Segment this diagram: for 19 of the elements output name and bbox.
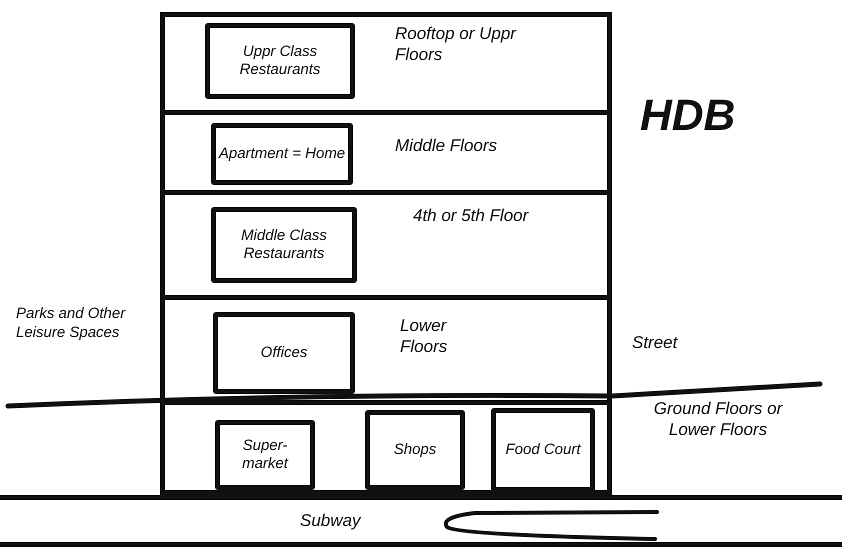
area-label: Parks and Other Leisure Spaces (16, 305, 126, 342)
floor-band (165, 400, 607, 490)
building-label: HDB (640, 90, 736, 142)
room-box: Apartment = Home (211, 123, 353, 185)
room-box: Super-market (215, 420, 315, 490)
subway-label: Subway (300, 510, 362, 532)
floor-label: Rooftop or Uppr Floors (395, 23, 518, 66)
room-box: Middle Class Restaurants (211, 207, 357, 283)
floor-label: Lower Floors (400, 315, 448, 358)
subway-tunnel (0, 495, 842, 547)
floor-label: Middle Floors (395, 135, 498, 156)
room-box: Shops (365, 410, 465, 490)
floor-label: 4th or 5th Floor (413, 205, 530, 226)
building-outline (160, 12, 612, 495)
room-box: Offices (213, 312, 355, 394)
room-box: Food Court (491, 408, 595, 492)
floor-label: Ground Floors or Lower Floors (652, 398, 784, 440)
street-label: Street (632, 332, 679, 354)
room-box: Uppr Class Restaurants (205, 23, 355, 99)
